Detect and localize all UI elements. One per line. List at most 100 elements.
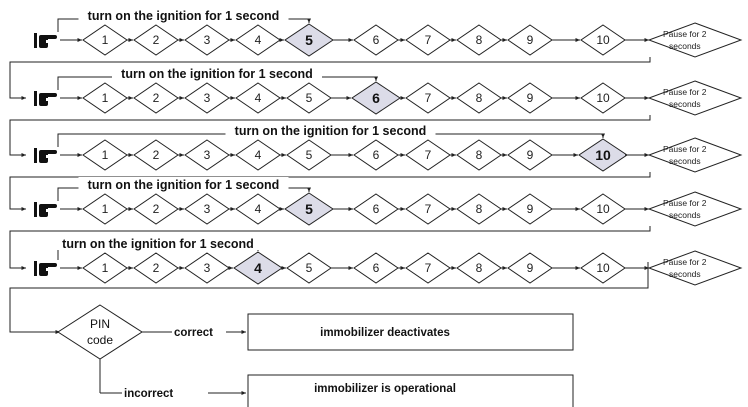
step-diamond	[235, 82, 281, 114]
step-number: 6	[373, 148, 380, 162]
step-diamond	[286, 252, 332, 284]
step-diamond	[184, 24, 230, 56]
step-diamond	[235, 193, 281, 225]
pin-decision-line1: PIN	[90, 317, 110, 331]
hand-bar-mark	[34, 261, 37, 276]
step-number: 3	[204, 91, 211, 105]
step-diamond	[580, 82, 626, 114]
pause-diamond	[647, 80, 743, 116]
ignition-label: turn on the ignition for 1 second	[88, 178, 280, 192]
hand-bar-mark	[34, 91, 37, 106]
step-number: 8	[476, 148, 483, 162]
step-number: 6	[372, 90, 380, 106]
step-number: 1	[102, 261, 109, 275]
step-diamond	[133, 139, 179, 171]
step-number: 6	[373, 261, 380, 275]
step-number: 10	[596, 202, 610, 216]
step-diamond	[507, 193, 553, 225]
hand-pointer-icon	[34, 91, 57, 106]
step-number: 9	[527, 91, 534, 105]
step-diamond	[184, 252, 230, 284]
step-number: 1	[102, 148, 109, 162]
hand-finger-mark	[44, 263, 57, 267]
step-diamond-highlighted	[284, 23, 334, 57]
connector-to-decision	[9, 262, 649, 334]
step-diamond	[507, 252, 553, 284]
step-diamond	[405, 82, 451, 114]
step-number: 4	[255, 202, 262, 216]
step-number: 4	[255, 33, 262, 47]
step-diamond-highlighted	[284, 192, 334, 226]
step-number: 2	[153, 33, 160, 47]
step-number: 5	[305, 32, 313, 48]
pause-diamond	[647, 137, 743, 173]
step-number: 5	[305, 201, 313, 217]
step-diamond	[184, 193, 230, 225]
hand-gap-mark	[46, 98, 51, 101]
step-diamond	[507, 24, 553, 56]
step-diamond	[82, 82, 128, 114]
step-diamond	[580, 252, 626, 284]
step-number: 6	[373, 33, 380, 47]
ignition-label: turn on the ignition for 1 second	[88, 9, 280, 23]
deactivates-box	[247, 313, 574, 351]
hand-finger-mark	[44, 150, 57, 154]
step-diamond-highlighted	[578, 138, 628, 172]
hand-finger-mark	[44, 93, 57, 97]
hand-pointer-icon	[34, 33, 57, 48]
step-diamond	[82, 24, 128, 56]
ignition-label-bg	[112, 66, 322, 80]
step-diamond	[405, 193, 451, 225]
ignition-label: turn on the ignition for 1 second	[121, 67, 313, 81]
deactivates-text: immobilizer deactivates	[320, 327, 450, 339]
step-diamond	[456, 24, 502, 56]
step-number: 4	[255, 91, 262, 105]
row-entry-connector	[9, 172, 651, 211]
step-number: 2	[153, 202, 160, 216]
operational-box	[247, 374, 574, 407]
step-number: 2	[153, 261, 160, 275]
step-diamond	[133, 193, 179, 225]
step-diamond	[133, 82, 179, 114]
hand-pointer-icon	[34, 261, 57, 276]
step-diamond	[405, 252, 451, 284]
step-number: 9	[527, 33, 534, 47]
pause-diamond	[647, 22, 743, 58]
ignition-label: turn on the ignition for 1 second	[62, 237, 254, 251]
step-diamond	[82, 139, 128, 171]
step-diamond	[456, 193, 502, 225]
step-diamond	[353, 139, 399, 171]
step-number: 5	[306, 148, 313, 162]
hand-pointer-icon	[34, 202, 57, 217]
step-diamond	[133, 252, 179, 284]
step-number: 10	[596, 33, 610, 47]
row-entry-connector	[9, 57, 651, 100]
step-number: 7	[425, 91, 432, 105]
pause-text-line1: Pause for 2	[663, 198, 707, 208]
step-number: 1	[102, 202, 109, 216]
step-number: 2	[153, 148, 160, 162]
pause-diamond	[647, 250, 743, 286]
pause-text-line2: seconds	[669, 210, 701, 220]
step-diamond	[133, 24, 179, 56]
step-number: 7	[425, 261, 432, 275]
step-diamond	[507, 139, 553, 171]
step-diamond	[507, 82, 553, 114]
step-number: 3	[204, 33, 211, 47]
hand-pointer-icon	[34, 148, 57, 163]
hand-finger-mark	[44, 35, 57, 39]
step-number: 3	[204, 202, 211, 216]
pause-text-line2: seconds	[669, 41, 701, 51]
step-diamond	[456, 82, 502, 114]
pause-text-line1: Pause for 2	[663, 257, 707, 267]
step-number: 6	[373, 202, 380, 216]
hand-gap-mark	[46, 40, 51, 43]
operational-text: immobilizer is operational	[314, 383, 456, 395]
step-number: 4	[255, 148, 262, 162]
